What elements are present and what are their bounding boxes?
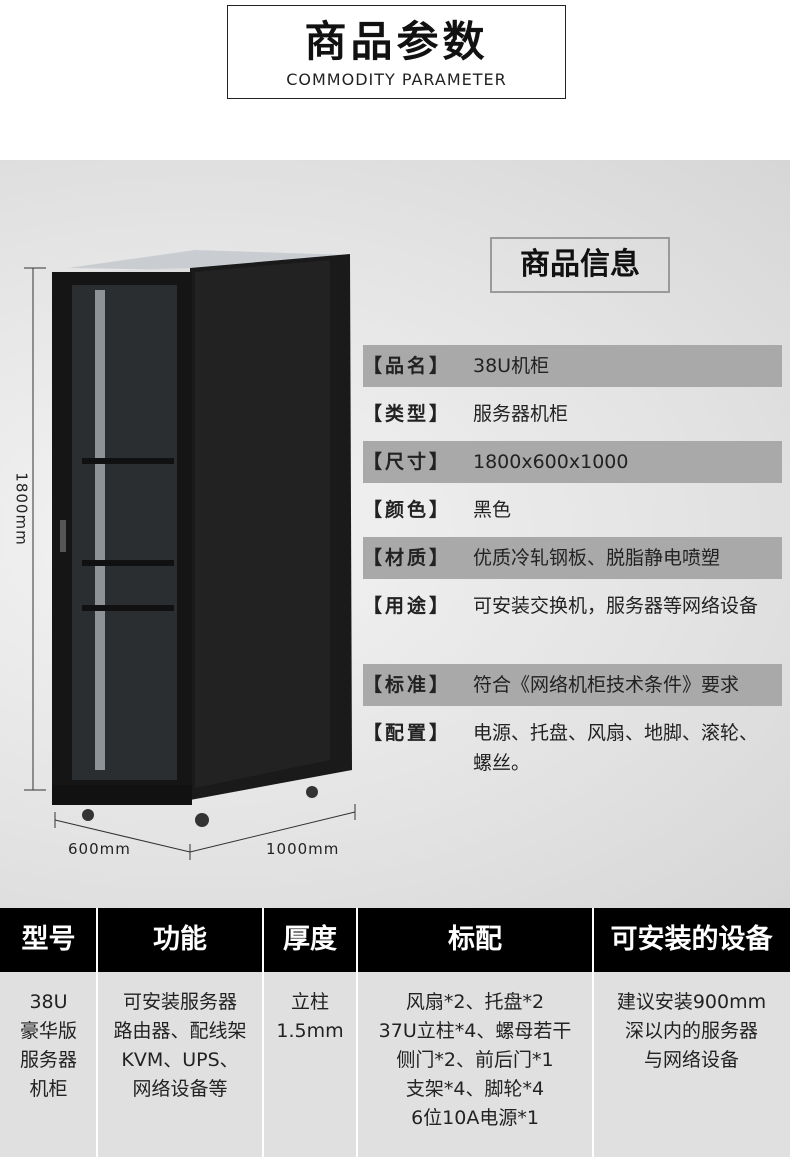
info-key: 【材质】 [363,547,452,569]
cell-line: 与网络设备 [643,1049,739,1071]
section-title-cn: 商品参数 [304,17,489,66]
info-value: 黑色 [473,499,512,521]
cell-line: 服务器 [19,1049,77,1071]
table-cell-devices: 建议安装900mm 深以内的服务器与网络设备 [593,972,790,1157]
cell-line: KVM、UPS、 [121,1049,239,1071]
cell-line: 1.5mm [276,1020,344,1042]
table-cell-thickness: 立柱 1.5mm [263,972,357,1157]
table-cell-standard: 风扇*2、托盘*2 37U立柱*4、螺母若干侧门*2、前后门*1 支架*4、脚轮*4… [357,972,593,1157]
section-title-en: COMMODITY PARAMETER [286,70,507,89]
table-cell-model: 38U 豪华版服务器机柜 [0,972,97,1157]
cell-line: 建议安装900mm [616,991,767,1013]
info-value: 38U机柜 [473,355,550,377]
cell-line: 风扇*2、托盘*2 [405,991,545,1013]
info-key: 【类型】 [363,403,452,425]
info-key: 【标准】 [363,674,452,696]
table-header: 可安装的设备 [593,908,790,972]
table-header: 标配 [357,908,593,972]
cell-line: 立柱 [290,991,329,1013]
info-value: 符合《网络机柜技术条件》要求 [473,674,740,696]
info-value: 可安装交换机，服务器等网络设备 [473,595,759,617]
section-title: 商品参数 COMMODITY PARAMETER [227,5,566,99]
info-key: 【颜色】 [363,499,452,521]
cell-line: 38U [29,991,68,1013]
info-key: 【配置】 [363,722,452,744]
info-value: 优质冷轧钢板、脱脂静电喷塑 [473,547,721,569]
info-row: 【颜色】黑色 [363,489,782,531]
info-row: 【尺寸】 1800x600x1000 [363,441,782,483]
cell-line: 37U立柱*4、螺母若干 [378,1020,572,1042]
cell-line: 网络设备等 [132,1078,228,1100]
info-title: 商品信息 [490,237,670,293]
cell-line: 侧门*2、前后门*1 [396,1049,554,1071]
info-value: 电源、托盘、风扇、地脚、滚轮、螺丝。 [473,722,759,774]
cell-line: 6位10A电源*1 [411,1107,539,1129]
info-row: 【材质】优质冷轧钢板、脱脂静电喷塑 [363,537,782,579]
info-value: 服务器机柜 [473,403,569,425]
info-key: 【尺寸】 [363,451,452,473]
info-row: 【类型】服务器机柜 [363,393,782,435]
info-value: 1800x600x1000 [473,451,629,473]
cabinet-image [24,250,356,860]
info-row: 【配置】电源、托盘、风扇、地脚、滚轮、螺丝。 [363,712,782,784]
depth-dimension: 1000mm [266,840,340,858]
table-header: 型号 [0,908,97,972]
table-header: 功能 [97,908,263,972]
cell-line: 深以内的服务器 [624,1020,758,1042]
cell-line: 豪华版 [19,1020,77,1042]
width-dimension: 600mm [68,840,131,858]
info-key: 【品名】 [363,355,452,377]
info-key: 【用途】 [363,595,452,617]
cell-line: 路由器、配线架 [113,1020,247,1042]
info-row: 【标准】符合《网络机柜技术条件》要求 [363,664,782,706]
spec-table: 型号 功能 厚度 标配 可安装的设备 38U 豪华版服务器机柜 可安装服务器路由器… [0,908,790,1157]
height-dimension: 1800mm [12,472,31,546]
info-row: 【用途】可安装交换机，服务器等网络设备 [363,585,782,627]
cell-line: 机柜 [29,1078,68,1100]
cell-line: 支架*4、脚轮*4 [405,1078,545,1100]
cell-line: 可安装服务器 [122,991,237,1013]
table-header: 厚度 [263,908,357,972]
table-cell-function: 可安装服务器路由器、配线架 KVM、UPS、网络设备等 [97,972,263,1157]
info-row: 【品名】 38U机柜 [363,345,782,387]
